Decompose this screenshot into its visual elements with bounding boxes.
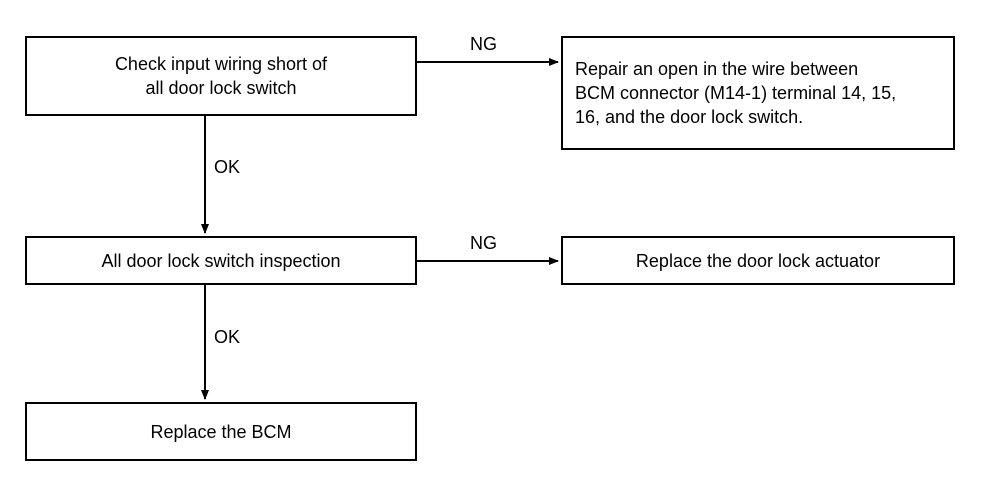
switch-inspection-box: All door lock switch inspection — [25, 236, 417, 285]
ng-label-2: NG — [470, 233, 497, 253]
ng-label-1: NG — [470, 34, 497, 54]
ok-label-1: OK — [214, 157, 241, 177]
switch-inspection-text: All door lock switch inspection — [101, 250, 341, 271]
replace-actuator-box: Replace the door lock actuator — [561, 236, 955, 285]
repair-open-text: Repair an open in the wire between BCM c… — [575, 59, 897, 127]
repair-open-box: Repair an open in the wire between BCM c… — [561, 36, 955, 150]
replace-actuator-text: Replace the door lock actuator — [635, 250, 881, 271]
ok-label-2: OK — [214, 327, 241, 347]
check-wiring-box: Check input wiring short of all door loc… — [25, 36, 417, 116]
replace-bcm-text: Replace the BCM — [150, 421, 292, 442]
replace-bcm-box: Replace the BCM — [25, 402, 417, 461]
check-wiring-text: Check input wiring short of all door loc… — [114, 54, 328, 98]
